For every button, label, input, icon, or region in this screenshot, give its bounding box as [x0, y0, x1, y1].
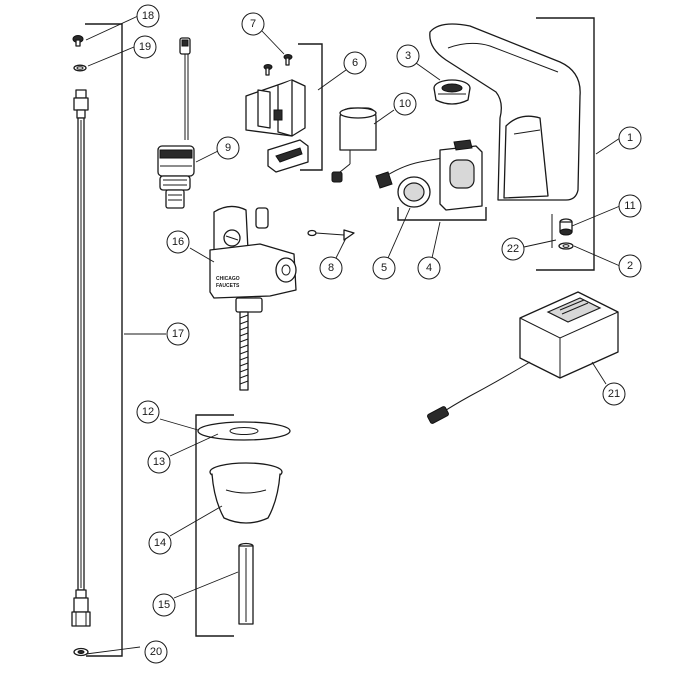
bracket-spout — [536, 17, 595, 271]
callout-9: 9 — [216, 136, 240, 160]
callout-17: 17 — [166, 322, 190, 346]
callout-22: 22 — [501, 237, 525, 261]
callout-15: 15 — [152, 593, 176, 617]
callout-10-label: 10 — [399, 98, 411, 110]
part-14-escutcheon — [209, 462, 283, 524]
callout-16: 16 — [166, 230, 190, 254]
part-17-supply-hose — [71, 89, 91, 627]
callout-7-label: 7 — [250, 18, 256, 30]
bracket-sink-parts — [195, 414, 234, 637]
callout-4: 4 — [417, 256, 441, 280]
part-21-transformer — [427, 291, 619, 424]
part-5-sensor-lens — [397, 176, 431, 208]
callout-6-label: 6 — [352, 57, 358, 69]
leader-lines — [85, 15, 621, 655]
part-11-filter — [559, 218, 573, 236]
callout-15-label: 15 — [158, 599, 170, 611]
part-12-gasket — [197, 421, 291, 441]
callout-10: 10 — [393, 92, 417, 116]
callout-3-label: 3 — [405, 50, 411, 62]
callout-9-label: 9 — [225, 142, 231, 154]
part-10-battery-module — [331, 107, 377, 183]
callout-7: 7 — [241, 12, 265, 36]
bracket-left-column — [85, 23, 123, 657]
callout-21: 21 — [602, 382, 626, 406]
part-19-washer — [73, 64, 87, 72]
valve-brand-line-2: FAUCETS — [216, 283, 240, 289]
part-9-solenoid-valve — [157, 37, 195, 209]
callout-20-label: 20 — [150, 646, 162, 658]
callout-19: 19 — [133, 35, 157, 59]
callout-11: 11 — [618, 194, 642, 218]
callout-5-label: 5 — [381, 262, 387, 274]
part-4-sensor-assembly — [375, 139, 483, 211]
callout-13: 13 — [147, 450, 171, 474]
callout-11-label: 11 — [624, 200, 635, 212]
valve-brand-line-1: CHICAGO — [216, 276, 240, 282]
callout-3: 3 — [396, 44, 420, 68]
part-8-sensor-probe — [307, 229, 355, 241]
callout-8-label: 8 — [328, 262, 334, 274]
callout-18-label: 18 — [142, 10, 154, 22]
part-6-mounting-bracket — [245, 79, 309, 173]
callout-1: 1 — [618, 126, 642, 150]
callout-1-label: 1 — [627, 132, 633, 144]
callout-6: 6 — [343, 51, 367, 75]
part-18-screw — [72, 35, 84, 47]
callout-17-label: 17 — [172, 328, 184, 340]
part-1-spout-body — [429, 23, 581, 201]
threaded-rod-pattern — [239, 314, 249, 385]
callout-14-label: 14 — [154, 537, 166, 549]
callout-18: 18 — [136, 4, 160, 28]
callout-2-label: 2 — [627, 260, 633, 272]
callout-14: 14 — [148, 531, 172, 555]
bracket-part-4 — [397, 207, 487, 221]
part-15-mounting-shank — [238, 542, 254, 625]
callout-2: 2 — [618, 254, 642, 278]
bracket-control-module — [298, 43, 323, 171]
callout-21-label: 21 — [608, 388, 620, 400]
part-3-aerator — [433, 79, 471, 105]
part-2-o-ring — [558, 242, 574, 250]
callout-19-label: 19 — [139, 41, 151, 53]
part-16-valve-body: CHICAGO FAUCETS — [209, 205, 297, 391]
part-20-gasket — [73, 647, 89, 657]
callout-5: 5 — [372, 256, 396, 280]
callout-8: 8 — [319, 256, 343, 280]
callout-16-label: 16 — [172, 236, 184, 248]
callout-22-label: 22 — [507, 243, 519, 255]
callout-12-label: 12 — [142, 406, 154, 418]
callout-12: 12 — [136, 400, 160, 424]
callout-13-label: 13 — [153, 456, 165, 468]
callout-20: 20 — [144, 640, 168, 664]
callout-4-label: 4 — [426, 262, 432, 274]
part-7-screws — [263, 54, 293, 76]
